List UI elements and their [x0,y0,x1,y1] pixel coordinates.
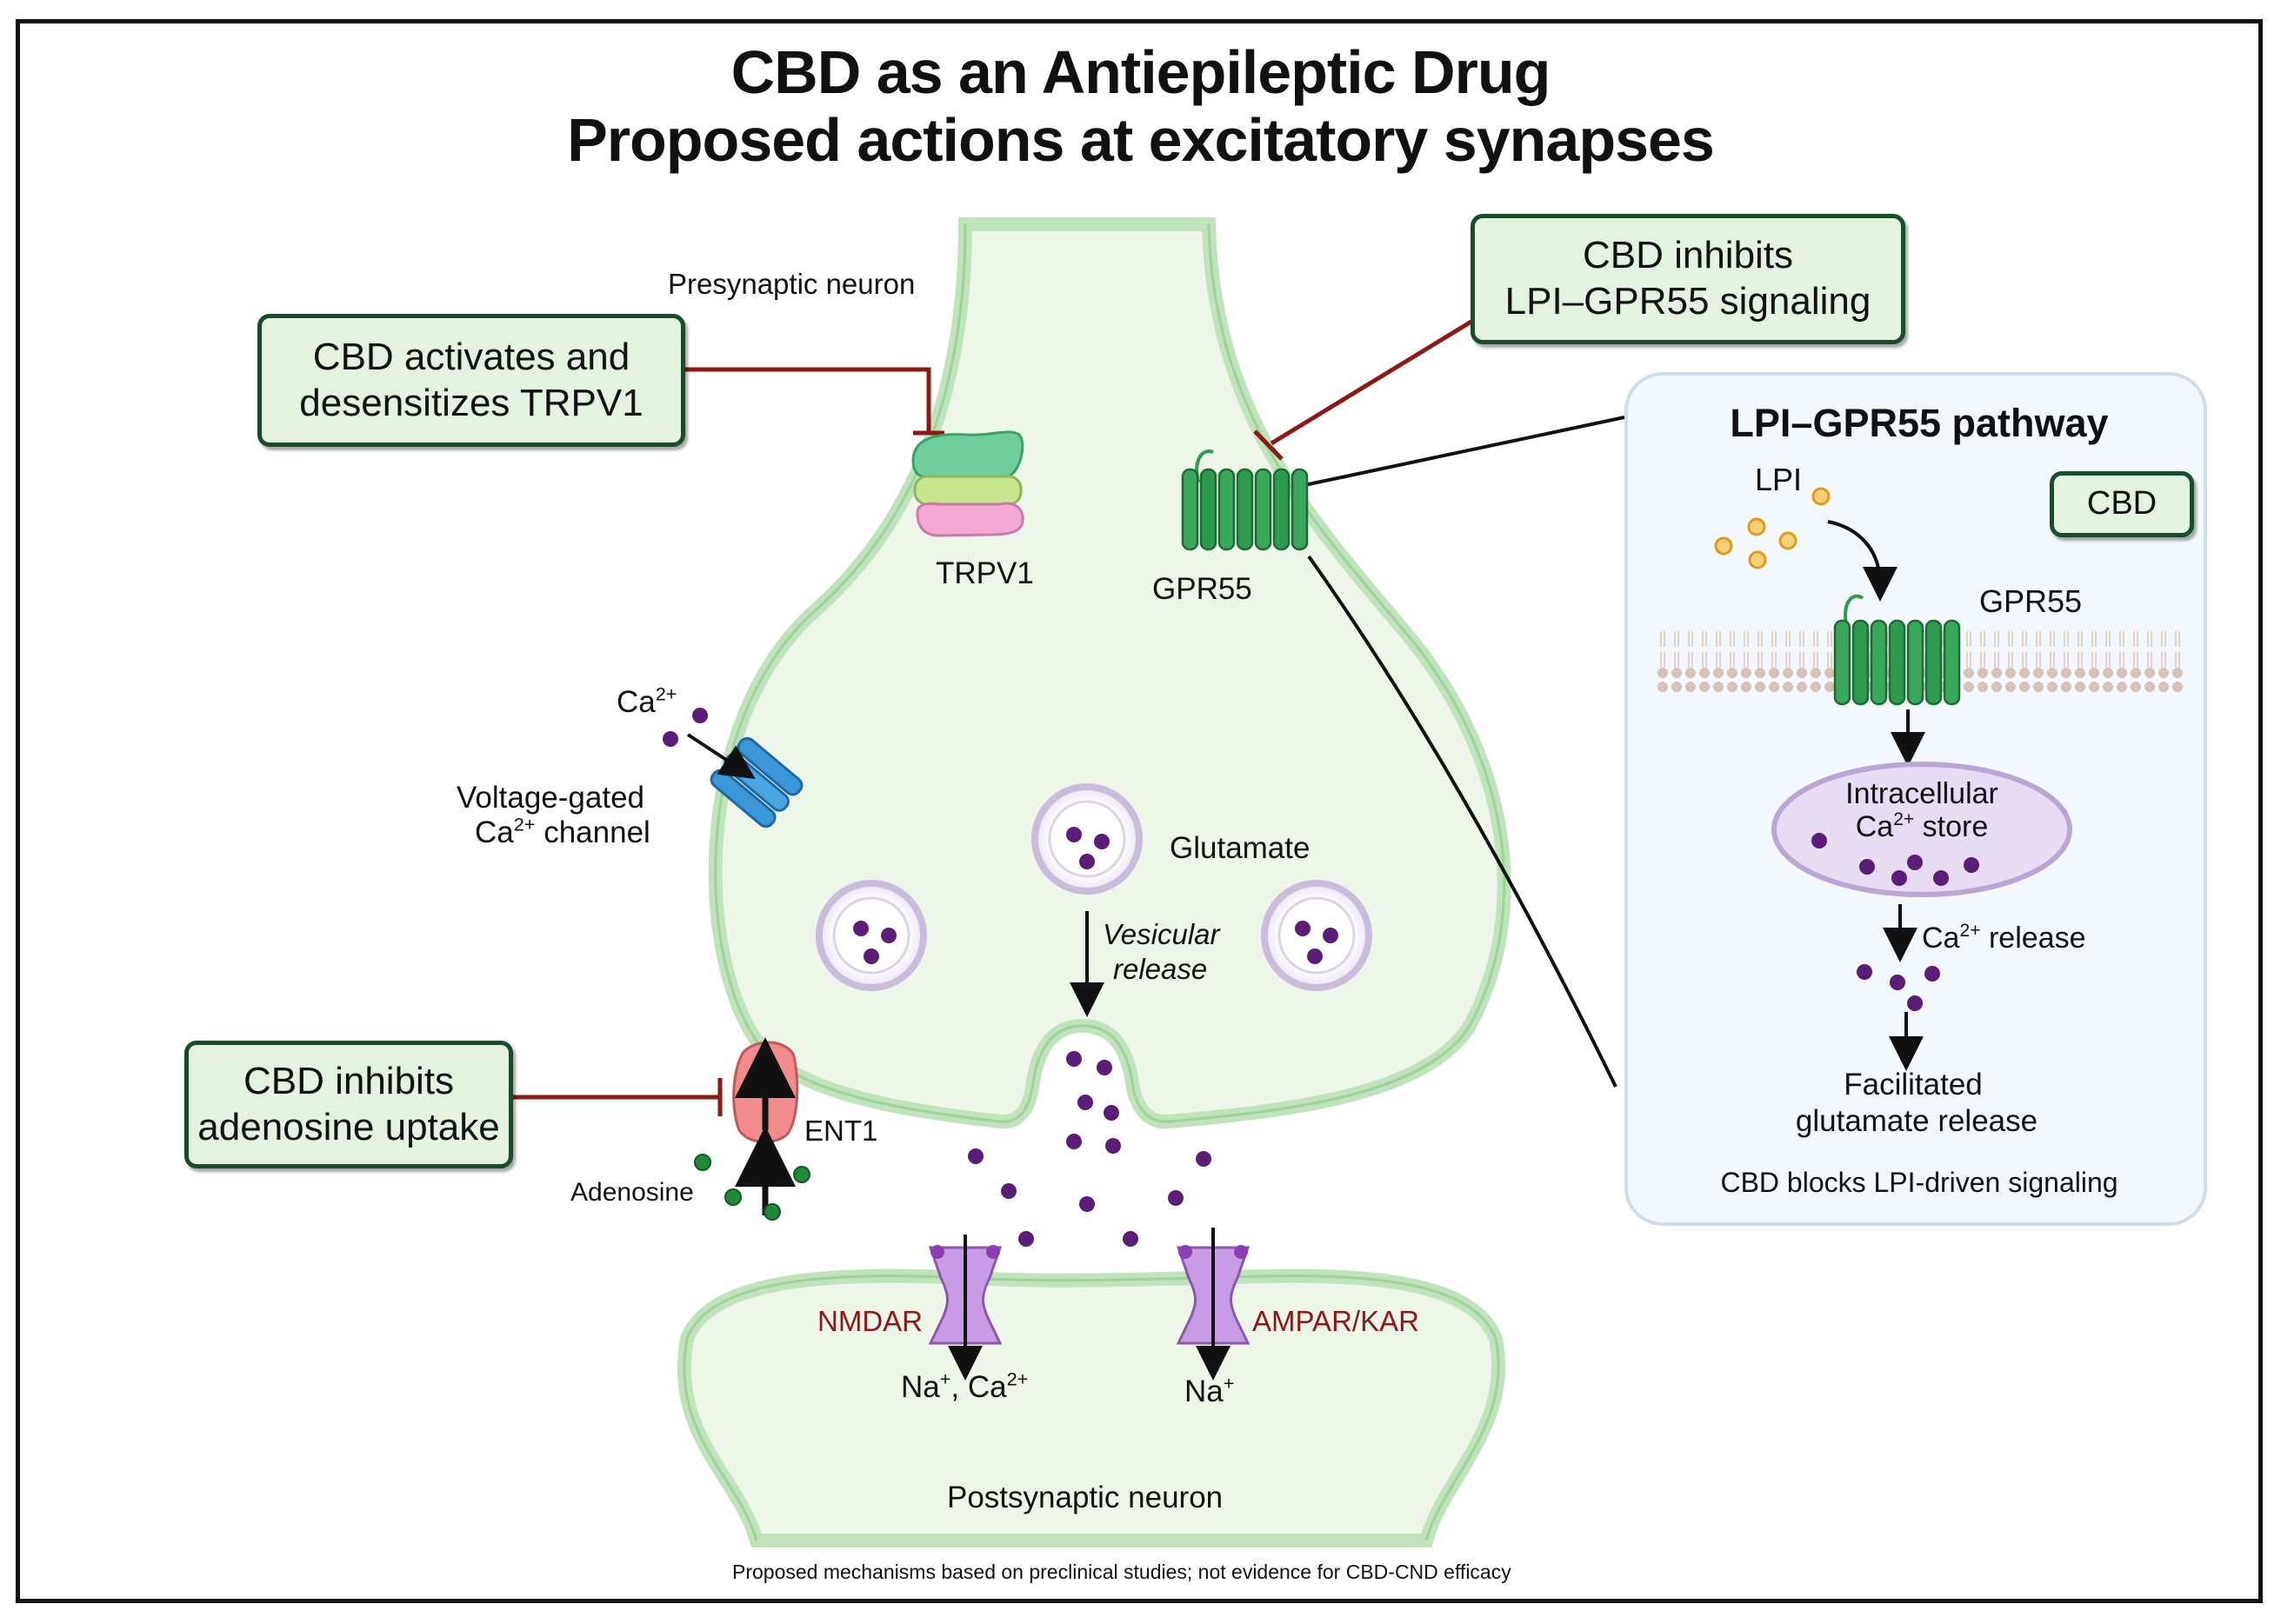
ampar-ions-label: Na+ [1184,1372,1235,1408]
vgcc-label-line1: Voltage-gated [457,781,645,815]
vesicle-glutamate [1031,783,1143,895]
released-glutamate [968,1051,1211,1247]
nmdar-ions-label: Na+, Ca2+ [901,1368,1029,1404]
panel-footer: CBD blocks LPI-driven signaling [1720,1167,2118,1198]
calcium-store [1771,762,2072,897]
callout-trpv1-line1: CBD activates and [312,335,630,378]
vgcc-label-line2: Ca2+ channel [475,813,650,849]
nmdar-label: NMDAR [817,1305,923,1337]
vesicle-right [1261,880,1372,991]
gpr55-label: GPR55 [1152,572,1252,606]
figure-title-line2: Proposed actions at excitatory synapses [567,106,1715,174]
adenosine-molecules [694,1154,810,1221]
vesicular-label-line1: Vesicular [1103,918,1220,950]
ca-ion-label: Ca2+ [617,682,677,719]
postsynaptic-neuron [677,1268,1506,1547]
panel-title: LPI–GPR55 pathway [1730,401,2109,445]
panel-graphics [1654,487,2184,1071]
callout-gpr55-line2: LPI–GPR55 signaling [1504,280,1871,323]
gpr55-receptor-presynaptic [1181,449,1309,551]
callout-trpv1: CBD activates and desensitizes TRPV1 [257,314,685,447]
calcium-ions [663,708,708,747]
callout-trpv1-line2: desensitizes TRPV1 [299,381,644,424]
callout-gpr55-line1: CBD inhibits [1582,234,1794,277]
zoom-connectors [1304,416,1625,1088]
callout-ent1: CBD inhibits adenosine uptake [184,1041,513,1168]
callout-ent1-line2: adenosine uptake [197,1105,500,1148]
store-label-line2: Ca2+ store [1855,809,1989,843]
ent1-transporter [732,1037,799,1215]
panel-cbd-box: CBD [2050,471,2194,537]
callout-gpr55: CBD inhibits LPI–GPR55 signaling [1471,214,1905,344]
gpr55-receptor-panel [1833,595,1961,706]
ca-entry-arrow [686,733,756,779]
panel-cbd-label: CBD [2086,485,2158,522]
store-calcium-dots [1811,833,1979,886]
released-calcium-dots [1857,964,1940,1011]
lpi-arrow [1827,520,1897,602]
trpv1-label: TRPV1 [936,556,1034,590]
figure-title-line1: CBD as an Antiepileptic Drug [730,38,1551,106]
glutamate-label: Glutamate [1170,831,1311,865]
vesicular-label-line2: release [1113,953,1208,985]
panel-lpi-label: LPI [1755,462,1803,497]
nmdar-receptor [928,1235,1003,1381]
ca-release-label: Ca2+ release [1922,920,2086,955]
facilitated-label-line1: Facilitated [1844,1068,1983,1102]
vesicle-left [816,880,927,991]
store-label-line1: Intracellular [1845,777,1998,810]
presynaptic-label: Presynaptic neuron [668,268,916,300]
adenosine-label: Adenosine [570,1178,694,1207]
facilitated-label-line2: glutamate release [1795,1104,2038,1138]
trpv1-channel [911,430,1024,537]
panel-gpr55-label: GPR55 [1979,583,2083,619]
ent1-label: ENT1 [804,1115,878,1147]
footnote: Proposed mechanisms based on preclinical… [732,1561,1511,1583]
ampar-receptor [1176,1228,1251,1381]
postsynaptic-label: Postsynaptic neuron [947,1481,1224,1514]
ampar-label: AMPAR/KAR [1252,1305,1419,1337]
callout-ent1-line1: CBD inhibits [243,1059,455,1102]
lpi-gpr55-panel: LPI–GPR55 pathway LPI CBD GPR55 Intracel… [1624,372,2207,1226]
synaptic-vesicles [816,783,1372,991]
lpi-molecules [1714,487,1831,569]
